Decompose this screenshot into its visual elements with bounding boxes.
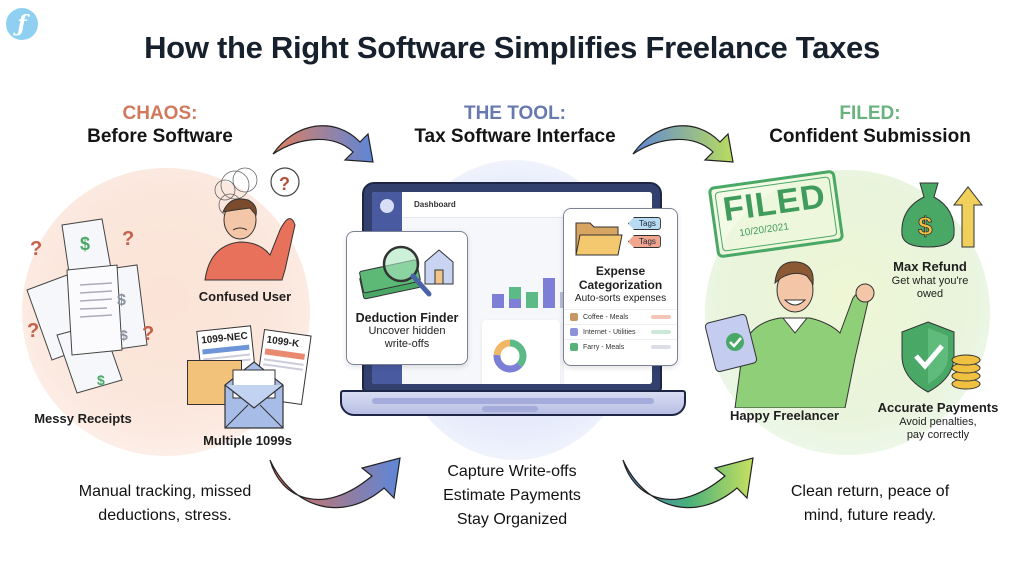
money-bag-icon: $ — [901, 182, 984, 248]
donut-panel — [482, 320, 560, 384]
donut-chart-icon — [493, 339, 527, 373]
svg-text:$: $ — [97, 372, 105, 388]
filed-header: FILED: Confident Submission — [740, 103, 1000, 149]
messy-receipts-label: Messy Receipts — [34, 411, 132, 426]
tag-red[interactable]: Tags — [628, 235, 661, 248]
svg-text:?: ? — [142, 323, 154, 345]
envelopes-icon: 1099-NEC 1099-K — [185, 320, 312, 430]
chaos-kicker: CHAOS: — [122, 103, 198, 124]
site-logo[interactable]: ƒ — [6, 8, 38, 40]
svg-text:?: ? — [122, 228, 134, 250]
bar — [526, 292, 538, 308]
confused-person-icon: ? — [204, 167, 300, 281]
bar — [543, 278, 555, 308]
expense-row[interactable]: Internet - Utilities — [564, 324, 677, 339]
bar — [492, 294, 504, 308]
tool-header: THE TOOL: Tax Software Interface — [390, 103, 640, 149]
laptop-base — [340, 390, 686, 416]
happy-freelancer-icon — [705, 261, 875, 408]
tool-benefits-list: Capture Write-offs Estimate Payments Sta… — [412, 460, 612, 532]
coffee-icon — [570, 313, 578, 321]
logo-glyph: ƒ — [17, 11, 27, 37]
money-magnifier-icon — [359, 245, 454, 300]
expense-row[interactable]: Coffee - Meals — [564, 309, 677, 324]
filed-heading: Confident Submission — [769, 126, 971, 147]
filed-summary: Clean return, peace of mind, future read… — [790, 483, 950, 524]
expense-row[interactable]: Farry - Meals — [564, 339, 677, 354]
benefit-item: Stay Organized — [456, 511, 568, 528]
chaos-summary: Manual tracking, missed deductions, stre… — [78, 483, 252, 524]
chaos-header: CHAOS: Before Software — [60, 103, 260, 149]
svg-text:?: ? — [27, 320, 39, 342]
chaos-heading: Before Software — [87, 126, 233, 147]
receipts-icon: $ $ $ $ ???? — [26, 218, 154, 394]
svg-text:?: ? — [279, 174, 290, 194]
deduction-finder-subtitle-1: Uncover hidden — [368, 325, 446, 337]
tool-kicker: THE TOOL: — [463, 103, 567, 124]
expense-title-2: Categorization — [578, 278, 663, 292]
confused-user-label: Confused User — [198, 289, 292, 304]
svg-text:?: ? — [30, 238, 42, 260]
svg-text:$: $ — [80, 234, 90, 254]
arrow-tool-to-filed-icon — [632, 125, 734, 163]
accurate-payments-subtitle-2: pay correctly — [906, 429, 970, 441]
expense-title-1: Expense — [595, 264, 646, 278]
multiple-1099s-label: Multiple 1099s — [203, 433, 292, 448]
arrow-bottom-left-icon — [269, 457, 401, 509]
deduction-finder-title: Deduction Finder — [355, 311, 459, 325]
deduction-finder-subtitle-2: write-offs — [384, 338, 430, 350]
svg-text:$: $ — [117, 292, 126, 309]
arrow-bottom-right-icon — [622, 457, 754, 509]
folder-icon — [575, 222, 623, 256]
benefit-item: Estimate Payments — [443, 487, 581, 504]
svg-text:$: $ — [120, 327, 128, 343]
happy-freelancer-label: Happy Freelancer — [729, 408, 840, 423]
tag-blue[interactable]: Tags — [628, 217, 661, 230]
meal-icon — [570, 343, 578, 351]
accurate-payments-subtitle-1: Avoid penalties, — [899, 416, 977, 428]
expense-subtitle: Auto-sorts expenses — [574, 293, 667, 304]
max-refund-subtitle-1: Get what you're — [891, 275, 969, 287]
accurate-payments-title: Accurate Payments — [877, 400, 999, 415]
page-title: How the Right Software Simplifies Freela… — [144, 30, 880, 65]
benefit-item: Capture Write-offs — [447, 463, 577, 480]
filed-kicker: FILED: — [839, 103, 901, 124]
dashboard-logo-icon — [380, 199, 394, 213]
tool-heading: Tax Software Interface — [414, 126, 616, 147]
svg-text:$: $ — [918, 211, 933, 241]
shield-check-icon — [901, 321, 981, 393]
internet-icon — [570, 328, 578, 336]
max-refund-title: Max Refund — [893, 259, 967, 274]
max-refund-subtitle-2: owed — [916, 288, 944, 300]
arrow-chaos-to-tool-icon — [272, 125, 374, 163]
expense-categorization-card[interactable]: Tags Tags Expense Categorization Auto-so… — [563, 208, 678, 366]
bar — [509, 287, 521, 308]
deduction-finder-card[interactable]: Deduction Finder Uncover hidden write-of… — [346, 231, 468, 365]
